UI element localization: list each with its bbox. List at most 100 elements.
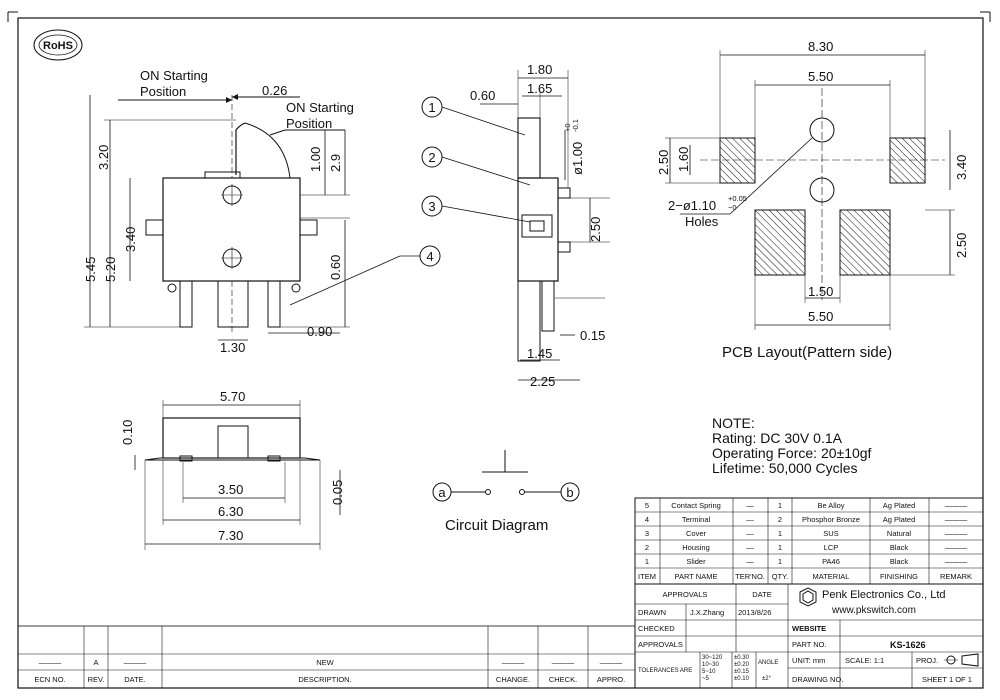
bom-r5-remark: ——— xyxy=(945,557,968,566)
side-dim-100: ø1.00 xyxy=(570,142,585,175)
side-dim-225: 2.25 xyxy=(530,374,555,389)
callout-1: 1 xyxy=(428,100,435,115)
rev-header-ecn: ECN NO. xyxy=(34,675,65,684)
dim-340: 3.40 xyxy=(123,227,138,252)
dim-130: 1.30 xyxy=(220,340,245,355)
tb-angle: ANGLE xyxy=(758,660,778,666)
tb-sheet: SHEET 1 OF 1 xyxy=(922,675,972,684)
bom-r2-material: Phosphor Bronze xyxy=(802,515,860,524)
dim-026: 0.26 xyxy=(262,83,287,98)
bom-r5-ter: — xyxy=(746,557,754,566)
tb-tol-value-2: ±0.20 xyxy=(734,662,750,668)
tb-website-url: www.pkswitch.com xyxy=(831,605,916,616)
rohs-logo: RoHS xyxy=(33,29,83,61)
tb-tol-range-3: 5~10 xyxy=(702,669,716,675)
bom-r2-remark: ——— xyxy=(945,515,968,524)
pcb-holes-tol-top: +0.05 xyxy=(728,194,747,203)
bottom-dim-010: 0.10 xyxy=(120,420,135,445)
rev-header-appro: APPRO. xyxy=(597,675,625,684)
bom-r4-ter: — xyxy=(746,543,754,552)
bom-r4-item: 2 xyxy=(645,543,649,552)
callout-3: 3 xyxy=(428,199,435,214)
dim-520: 5.20 xyxy=(103,257,118,282)
bom-r5-name: Slider xyxy=(686,557,706,566)
bottom-dim-730: 7.30 xyxy=(218,528,243,543)
rev-header-date: DATE. xyxy=(124,675,146,684)
projection-symbol-icon xyxy=(944,653,979,667)
bom-r5-qty: 1 xyxy=(778,557,782,566)
side-dim-015: 0.15 xyxy=(580,328,605,343)
side-dim-165: 1.65 xyxy=(527,81,552,96)
rev-row-change: ——— xyxy=(502,658,525,667)
tb-date: DATE xyxy=(752,590,771,599)
pcb-dim-340: 3.40 xyxy=(954,155,969,180)
pcb-dim-550-top: 5.50 xyxy=(808,69,833,84)
front-view: ON Starting Position 0.26 ON Starting Po… xyxy=(83,68,401,355)
tb-website: WEBSITE xyxy=(792,624,826,633)
rev-row-appro: ——— xyxy=(600,658,623,667)
bom-r5-finish: Black xyxy=(890,557,909,566)
tb-tol-value-3: ±0.15 xyxy=(734,669,750,675)
tb-unit: UNIT: mm xyxy=(792,656,825,665)
pcb-dim-550-bottom: 5.50 xyxy=(808,309,833,324)
tb-tol-range-4: ~5 xyxy=(702,676,710,682)
side-dim-250: 2.50 xyxy=(588,217,603,242)
pcb-dim-250-left: 2.50 xyxy=(656,150,671,175)
rohs-logo-text: RoHS xyxy=(43,40,73,52)
note-block: NOTE: Rating: DC 30V 0.1A Operating Forc… xyxy=(712,415,872,476)
callout-4: 4 xyxy=(426,249,433,264)
rev-row-check: ——— xyxy=(552,658,575,667)
bom-r2-finish: Ag Plated xyxy=(883,515,916,524)
pcb-holes-text: 2−ø1.10 xyxy=(668,198,716,213)
pcb-dim-150: 1.50 xyxy=(808,284,833,299)
bom-r1-item: 5 xyxy=(645,501,649,510)
bom-r4-finish: Black xyxy=(890,543,909,552)
bom-header-ter: TER'NO. xyxy=(735,572,765,581)
callout-2: 2 xyxy=(428,150,435,165)
bom-r4-name: Housing xyxy=(682,543,710,552)
dim-29: 2.9 xyxy=(328,154,343,172)
revision-block: ——— A ——— NEW ——— ——— ——— ECN NO. REV. D… xyxy=(17,625,636,689)
pcb-dim-830: 8.30 xyxy=(808,39,833,54)
bom-header-name: PART NAME xyxy=(675,572,718,581)
bom-header-finish: FINISHING xyxy=(880,572,918,581)
tb-approvals-row: APPROVALS xyxy=(638,640,683,649)
bottom-dim-005: 0.05 xyxy=(330,480,345,505)
bom-r5-item: 1 xyxy=(645,557,649,566)
bom-r2-item: 4 xyxy=(645,515,649,524)
dim-320: 3.20 xyxy=(96,145,111,170)
circuit-b: b xyxy=(566,485,573,500)
pcb-holes-tol-bot: −0 xyxy=(728,203,737,212)
bom-r2-name: Terminal xyxy=(682,515,711,524)
bottom-dim-350: 3.50 xyxy=(218,482,243,497)
bottom-view: 5.70 0.10 3.50 6.30 7.30 0.05 xyxy=(120,389,345,550)
bom-r3-qty: 1 xyxy=(778,529,782,538)
rev-row-date: ——— xyxy=(124,658,147,667)
tb-drawing-no: DRAWING NO. xyxy=(792,675,843,684)
bom-r3-ter: — xyxy=(746,529,754,538)
dim-100: 1.00 xyxy=(308,147,323,172)
rev-header-check: CHECK. xyxy=(549,675,577,684)
circuit-diagram: a b Circuit Diagram xyxy=(432,450,580,534)
tb-tol-range-1: 30~120 xyxy=(702,655,723,661)
dim-545: 5.45 xyxy=(83,257,98,282)
bom-header-qty: QTY. xyxy=(772,572,789,581)
tb-scale: SCALE: 1:1 xyxy=(845,656,884,665)
rev-header-desc: DESCRIPTION. xyxy=(298,675,351,684)
tb-drawn: DRAWN xyxy=(638,608,666,617)
dim-090: 0.90 xyxy=(307,324,332,339)
bom-r3-material: SUS xyxy=(823,529,838,538)
title-block: APPROVALS DATE DRAWN J.X.Zhang 2013/8/26… xyxy=(634,583,984,689)
pcb-dim-160: 1.60 xyxy=(676,147,691,172)
on-start-right-1: ON Starting xyxy=(286,100,354,115)
bom-header-remark: REMARK xyxy=(940,572,972,581)
tb-company: Penk Electronics Co., Ltd xyxy=(822,589,946,601)
bom-r4-qty: 1 xyxy=(778,543,782,552)
bom-r1-finish: Ag Plated xyxy=(883,501,916,510)
bom-r1-name: Contact Spring xyxy=(671,501,721,510)
on-start-right-2: Position xyxy=(286,116,332,131)
tb-part-no: KS-1626 xyxy=(890,640,926,650)
note-line-1: Rating: DC 30V 0.1A xyxy=(712,430,843,446)
bom-table: 5 Contact Spring — 1 Be Alloy Ag Plated … xyxy=(634,497,984,585)
note-line-3: Lifetime: 50,000 Cycles xyxy=(712,460,858,476)
